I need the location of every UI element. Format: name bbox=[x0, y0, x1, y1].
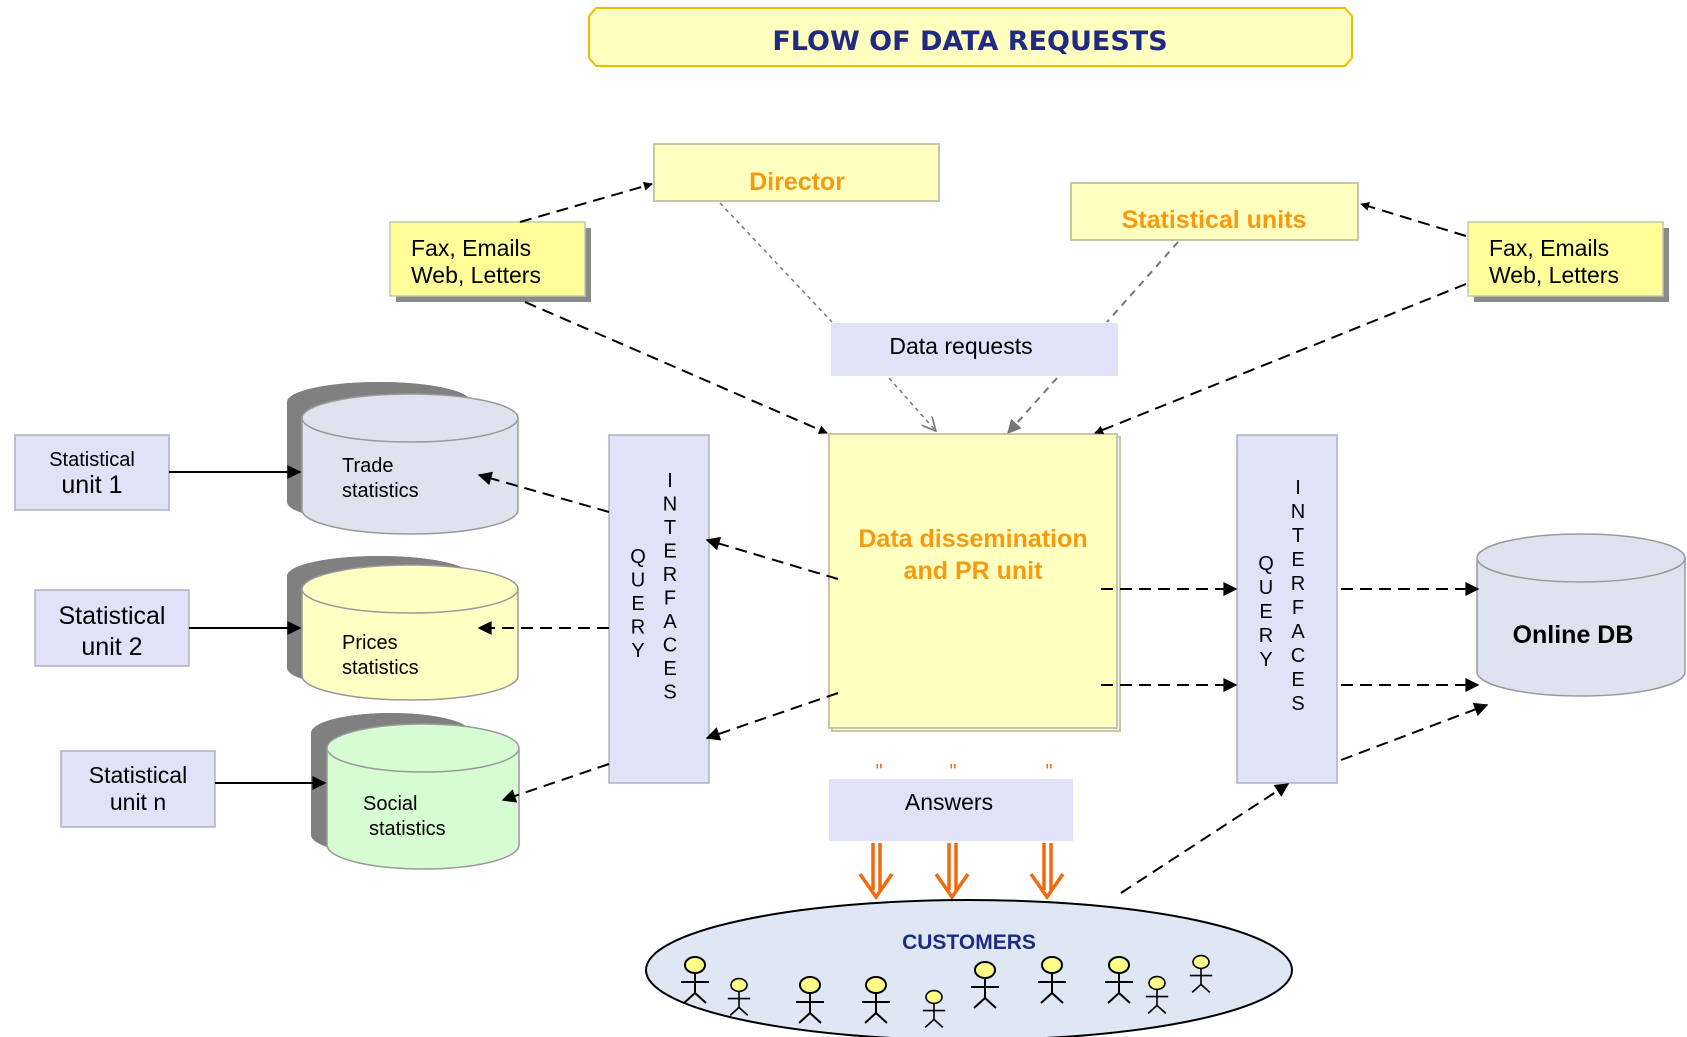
arrow-customers-to-query-right bbox=[1120, 783, 1290, 894]
quote-mark-1: " bbox=[875, 761, 882, 783]
dissemination-line2: and PR unit bbox=[904, 557, 1044, 585]
dissemination-unit-box: Data dissemination and PR unit bbox=[828, 433, 1121, 732]
trade-db-line1: Trade bbox=[342, 455, 394, 477]
unitn-line2: unit n bbox=[110, 789, 166, 815]
answers-box: Answers " " " bbox=[829, 761, 1073, 841]
online-db-label: Online DB bbox=[1513, 621, 1634, 649]
title-banner: FLOW OF DATA REQUESTS bbox=[588, 7, 1353, 67]
statistical-units-dashed-arrow bbox=[1007, 377, 1058, 435]
fax-right-line1: Fax, Emails bbox=[1489, 235, 1609, 261]
query-right-col1-letter: R bbox=[1259, 625, 1273, 647]
trade-statistics-db: Trade statistics bbox=[287, 382, 519, 535]
query-left-col1-letter: Q bbox=[630, 546, 646, 568]
arrow-fax-right-to-dissemination bbox=[1094, 283, 1467, 435]
query-left-col2-letter: R bbox=[663, 564, 677, 586]
query-left-col2-letter: F bbox=[664, 588, 676, 610]
statistical-unit-1: Statistical unit 1 bbox=[14, 434, 170, 511]
arrow-dissemination-to-query-left-lower bbox=[705, 692, 839, 741]
unit2-line1: Statistical bbox=[59, 602, 166, 630]
arrow-query-to-trade-db bbox=[477, 471, 610, 513]
query-right-col2-letter: E bbox=[1291, 669, 1304, 691]
arrow-fax-left-to-dissemination bbox=[524, 301, 828, 434]
query-left-col2-letter: S bbox=[663, 682, 676, 704]
quote-mark-3: " bbox=[1045, 761, 1052, 783]
director-box: Director bbox=[653, 143, 940, 202]
quote-mark-2: " bbox=[949, 761, 956, 783]
data-requests-box: Data requests bbox=[831, 323, 1118, 376]
query-left-col2-letter: C bbox=[663, 635, 677, 657]
online-db: Online DB bbox=[1476, 533, 1686, 697]
query-right-col2-letter: I bbox=[1295, 477, 1301, 499]
unit1-line2: unit 1 bbox=[61, 471, 122, 499]
query-right-col1-letter: Y bbox=[1259, 649, 1272, 671]
arrow-dissemination-to-query-left-upper bbox=[705, 536, 839, 580]
prices-statistics-db: Prices statistics bbox=[287, 556, 519, 701]
query-left-col1-letter: U bbox=[631, 570, 645, 592]
query-left-col1-letter: Y bbox=[631, 640, 644, 662]
query-right-col1-letter: Q bbox=[1258, 553, 1274, 575]
query-left-col2-letter: I bbox=[667, 470, 673, 492]
fax-right-line2: Web, Letters bbox=[1489, 262, 1619, 288]
query-left-col2-letter: A bbox=[663, 611, 677, 633]
customers-label: CUSTOMERS bbox=[902, 931, 1036, 954]
query-right-col1-letter: E bbox=[1259, 601, 1272, 623]
answers-arrow-3 bbox=[1029, 843, 1065, 901]
statistical-unit-2: Statistical unit 2 bbox=[34, 589, 190, 667]
fax-left-line2: Web, Letters bbox=[411, 262, 541, 288]
answers-label: Answers bbox=[905, 789, 993, 815]
query-left-col2-letter: N bbox=[663, 494, 677, 516]
social-db-line2: statistics bbox=[369, 818, 446, 840]
query-left-col2-letter: E bbox=[663, 658, 676, 680]
prices-db-line2: statistics bbox=[342, 657, 419, 679]
director-dotted-line bbox=[719, 202, 833, 323]
dissemination-line1: Data dissemination bbox=[858, 525, 1087, 553]
trade-db-line2: statistics bbox=[342, 480, 419, 502]
data-requests-label: Data requests bbox=[889, 333, 1032, 359]
query-right-col2-letter: N bbox=[1291, 501, 1305, 523]
page-title: FLOW OF DATA REQUESTS bbox=[772, 26, 1167, 57]
fax-left-line1: Fax, Emails bbox=[411, 235, 531, 261]
answers-arrow-2 bbox=[934, 843, 970, 901]
query-right-col1-letter: U bbox=[1259, 577, 1273, 599]
unitn-line1: Statistical bbox=[89, 762, 187, 788]
fax-note-right: Fax, Emails Web, Letters bbox=[1467, 221, 1669, 302]
customers-ellipse: CUSTOMERS bbox=[645, 899, 1293, 1037]
query-right-col2-letter: T bbox=[1292, 525, 1304, 547]
arrow-query-right-to-online-db-diagonal bbox=[1340, 702, 1489, 761]
query-left-col2-letter: E bbox=[663, 541, 676, 563]
answers-arrow-1 bbox=[858, 843, 894, 901]
social-db-line1: Social bbox=[363, 793, 417, 815]
director-label: Director bbox=[749, 168, 845, 196]
query-right-col2-letter: R bbox=[1291, 573, 1305, 595]
arrow-fax-left-to-director bbox=[519, 181, 653, 223]
query-left-col2-letter: T bbox=[664, 517, 676, 539]
arrow-fax-right-to-statistical-units bbox=[1360, 202, 1467, 237]
query-right-col2-letter: S bbox=[1291, 693, 1304, 715]
unit2-line2: unit 2 bbox=[81, 633, 142, 661]
statistical-unit-n: Statistical unit n bbox=[60, 750, 216, 828]
statistical-units-dashed-line bbox=[1106, 241, 1179, 323]
query-right-col2-letter: C bbox=[1291, 645, 1305, 667]
query-left-col1-letter: R bbox=[631, 617, 645, 639]
query-right-col2-letter: A bbox=[1291, 621, 1305, 643]
prices-db-line1: Prices bbox=[342, 632, 398, 654]
fax-note-left: Fax, Emails Web, Letters bbox=[389, 221, 591, 302]
unit1-line1: Statistical bbox=[49, 449, 135, 471]
director-dotted-arrow bbox=[888, 377, 935, 430]
query-left-col1-letter: E bbox=[631, 593, 644, 615]
statistical-units-box: Statistical units bbox=[1070, 182, 1359, 241]
query-right-col2-letter: F bbox=[1292, 597, 1304, 619]
social-statistics-db: Social statistics bbox=[311, 713, 520, 870]
statistical-units-label: Statistical units bbox=[1122, 206, 1307, 234]
query-right-col2-letter: E bbox=[1291, 549, 1304, 571]
